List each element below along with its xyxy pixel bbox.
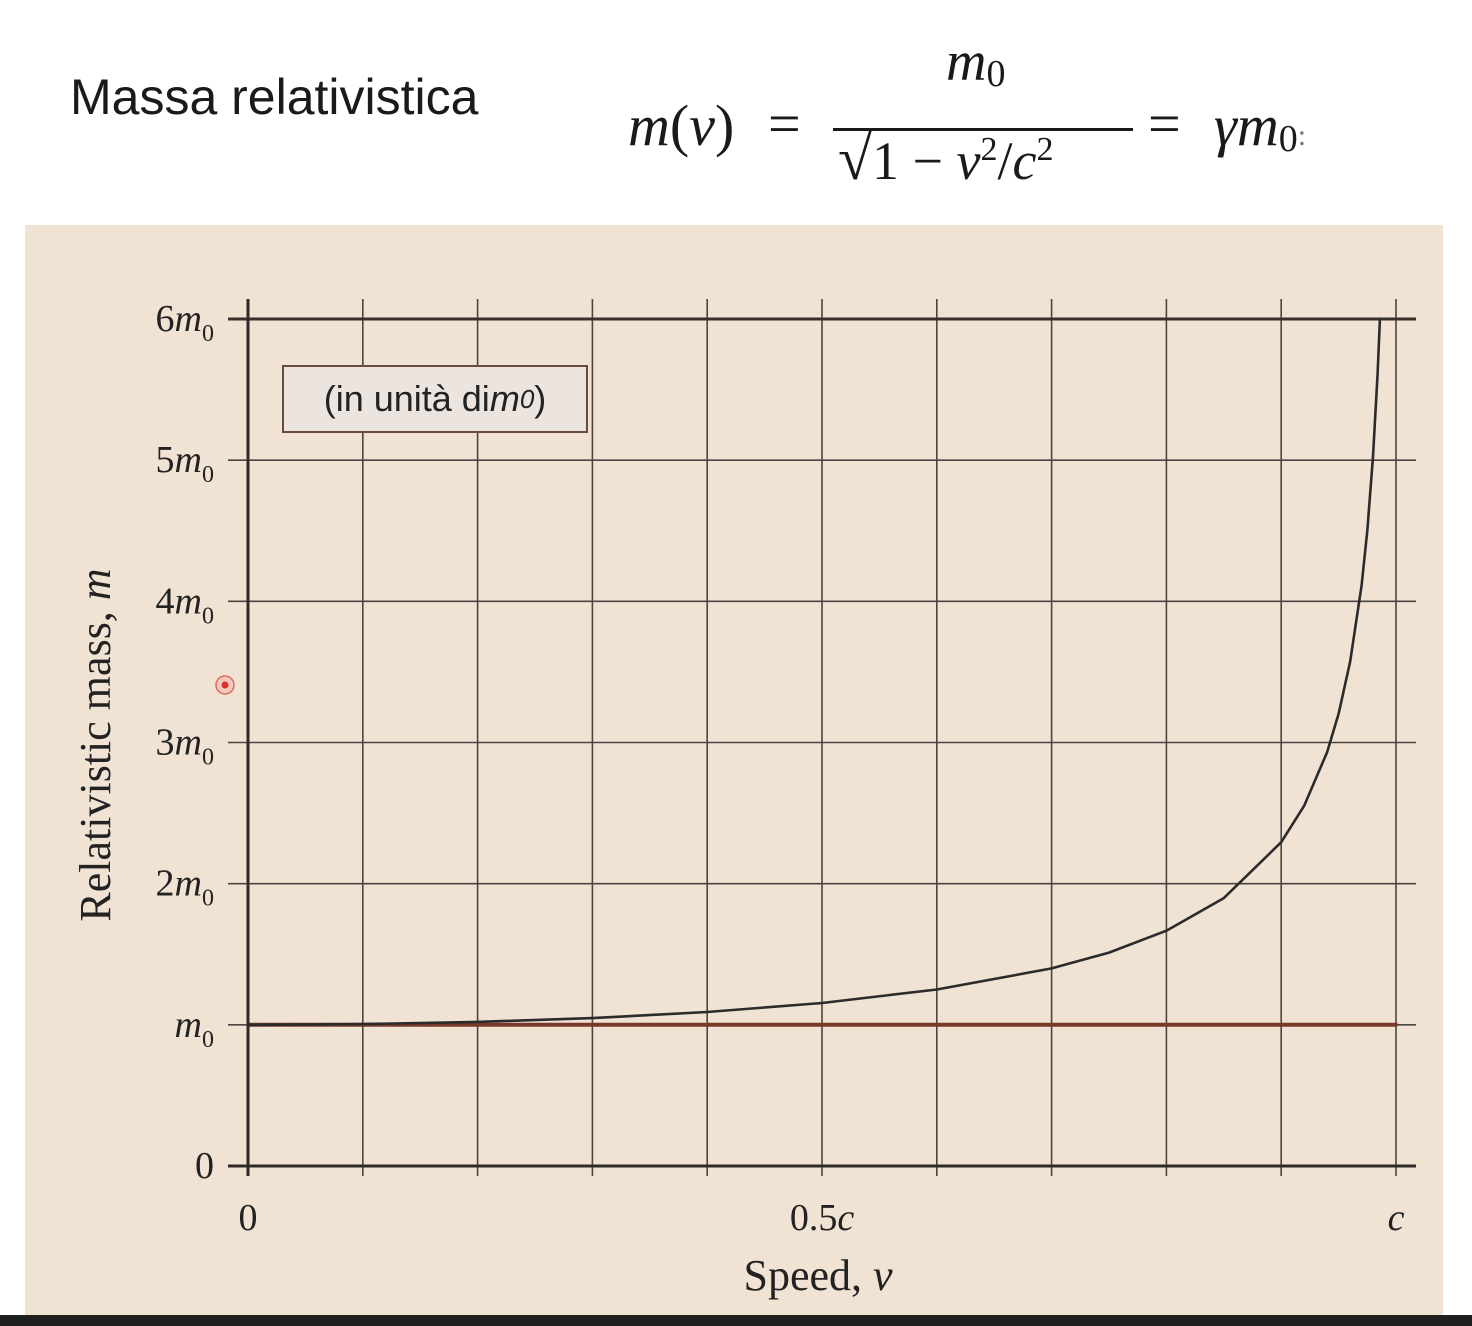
y-tick-label: 4m0	[156, 580, 214, 629]
formula-equals-2: =	[1148, 91, 1181, 156]
x-tick-label: c	[1388, 1197, 1405, 1239]
pointer-dot-center-icon	[221, 681, 229, 689]
formula-fraction-bar	[833, 128, 1133, 131]
x-axis-label: Speed, v	[743, 1251, 893, 1300]
formula-lhs-fn: m	[628, 93, 670, 158]
grid-layer	[228, 299, 1416, 1176]
series-layer	[246, 317, 1382, 1027]
unit-note-var: m	[489, 378, 520, 419]
formula-rhs-trail: :	[1297, 119, 1307, 152]
y-tick-label: 3m0	[156, 722, 214, 771]
y-tick-label: m0	[175, 1004, 214, 1053]
unit-note-suffix: )	[534, 378, 547, 419]
y-tick-label: 0	[195, 1145, 214, 1187]
formula-den-v-exp: 2	[980, 131, 998, 168]
y-axis-label: Relativistic mass, m	[71, 568, 120, 921]
frame-layer	[228, 299, 1416, 1176]
y-tick-label: 5m0	[156, 439, 214, 488]
formula-den-slash: /	[997, 131, 1013, 191]
formula-lhs-var: v	[689, 93, 715, 158]
formula-denominator: √1 − v2/c2	[838, 124, 1054, 195]
formula-num-base: m	[946, 31, 987, 93]
formula-lhs: m(v)	[628, 93, 735, 158]
formula-num-sub: 0	[986, 53, 1006, 95]
formula-den-c-exp: 2	[1036, 131, 1054, 168]
y-tick-label: 2m0	[156, 863, 214, 912]
formula-rhs: γm0:	[1214, 92, 1306, 161]
formula-den-one: 1 −	[872, 131, 957, 191]
unit-note-prefix: (in unità di	[323, 378, 490, 419]
formula-rhs-sub: 0	[1278, 118, 1298, 160]
formula-rhs-gamma: γm	[1214, 93, 1279, 158]
x-tick-label: 0.5c	[790, 1197, 855, 1239]
formula-den-c: c	[1012, 131, 1037, 191]
slide-title: Massa relativistica	[70, 69, 479, 125]
chart-panel	[25, 225, 1443, 1315]
x-tick-label: 0	[239, 1197, 258, 1239]
y-tick-label: 6m0	[156, 298, 214, 347]
formula-equals-1: =	[768, 91, 801, 156]
sqrt-icon: √	[838, 125, 873, 193]
bottom-bar	[0, 1315, 1472, 1326]
mass-curve	[246, 317, 1382, 1027]
formula-numerator: m0	[946, 30, 1005, 96]
unit-note-sub: 0	[519, 383, 535, 414]
formula-den-v: v	[956, 131, 981, 191]
mass-formula: m(v) = m0 √1 − v2/c2 = γm0:	[628, 30, 1348, 200]
